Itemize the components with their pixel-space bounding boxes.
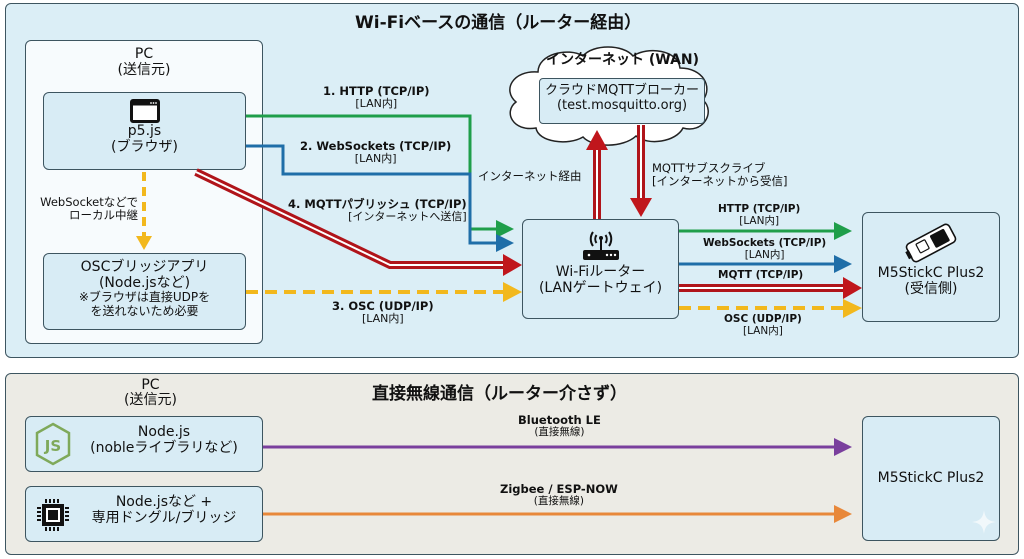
local-relay-label: WebSocketなどで ローカル中継 bbox=[30, 196, 138, 221]
osc-bridge-note1: ※ブラウザは直接UDPを bbox=[78, 290, 211, 305]
sparkle-icon bbox=[972, 510, 996, 538]
link-osc-title: 3. OSC (UDP/IP) bbox=[332, 299, 434, 313]
zigbee-link-sub: (直接無線) bbox=[533, 494, 584, 507]
svg-text:JS: JS bbox=[44, 437, 61, 455]
dongle-sub: 専用ドングル/ブリッジ bbox=[91, 510, 237, 527]
chip-icon bbox=[36, 498, 70, 536]
link-websockets-sub: [LAN内] bbox=[354, 151, 397, 165]
mqtt-broker-node: クラウドMQTTブローカー (test.mosquitto.org) bbox=[539, 78, 705, 124]
p5js-browser-node: p5.js (ブラウザ) bbox=[43, 92, 246, 170]
link-websockets-title: 2. WebSockets (TCP/IP) bbox=[300, 139, 452, 153]
out-http-title: HTTP (TCP/IP) bbox=[718, 203, 801, 215]
link-http-label: 1. HTTP (TCP/IP) [LAN内] bbox=[323, 85, 430, 110]
pc-subtitle: (送信元) bbox=[117, 62, 171, 79]
link-osc-label: 3. OSC (UDP/IP) [LAN内] bbox=[332, 300, 434, 325]
pc-title: PC bbox=[134, 46, 154, 62]
relay-line2: ローカル中継 bbox=[69, 207, 138, 222]
out-websockets-title: WebSockets (TCP/IP) bbox=[703, 237, 827, 249]
direct-section-title: 直接無線通信（ルーター介さず） bbox=[372, 384, 627, 404]
direct-m5stick-receiver-node: M5StickC Plus2 bbox=[862, 416, 1000, 541]
p5js-sub: (ブラウザ) bbox=[111, 139, 178, 156]
p5js-name: p5.js bbox=[127, 123, 162, 139]
direct-pc-subtitle: (送信元) bbox=[124, 392, 177, 409]
receiver-sub: (受信側) bbox=[904, 281, 958, 298]
link-http-title: 1. HTTP (TCP/IP) bbox=[323, 84, 430, 98]
broker-name: クラウドMQTTブローカー bbox=[544, 83, 700, 98]
osc-bridge-node: OSCブリッジアプリ (Node.jsなど) ※ブラウザは直接UDPを を送れな… bbox=[43, 253, 246, 330]
ble-link-label: Bluetooth LE (直接無線) bbox=[518, 414, 601, 438]
out-osc-label: OSC (UDP/IP) [LAN内] bbox=[724, 313, 802, 337]
receiver-name: M5StickC Plus2 bbox=[877, 265, 985, 281]
nodejs-name: Node.js bbox=[137, 424, 191, 440]
direct-pc-label: PC (送信元) bbox=[124, 377, 177, 409]
link-mqtt-publish-label: 4. MQTTパブリッシュ (TCP/IP) [インターネットへ送信] bbox=[288, 198, 467, 223]
out-mqtt-label: MQTT (TCP/IP) bbox=[718, 269, 804, 281]
zigbee-link-title: Zigbee / ESP-NOW bbox=[500, 482, 618, 496]
out-osc-sub: [LAN内] bbox=[743, 324, 783, 337]
out-osc-title: OSC (UDP/IP) bbox=[724, 313, 802, 325]
direct-pc-title: PC bbox=[141, 377, 160, 393]
wifi-router-node: Wi-Fiルーター (LANゲートウェイ) bbox=[522, 219, 679, 319]
direct-receiver-name: M5StickC Plus2 bbox=[877, 470, 985, 487]
m5stick-receiver-node: M5StickC Plus2 (受信側) bbox=[862, 212, 1000, 322]
via-internet-label: インターネット経由 bbox=[478, 169, 582, 183]
out-websockets-label: WebSockets (TCP/IP) [LAN内] bbox=[703, 237, 827, 261]
osc-bridge-sub: (Node.jsなど) bbox=[98, 275, 191, 292]
osc-bridge-name: OSCブリッジアプリ bbox=[80, 259, 209, 275]
relay-line1: WebSocketなどで bbox=[40, 195, 138, 209]
out-http-label: HTTP (TCP/IP) [LAN内] bbox=[718, 203, 801, 227]
mqtt-subscribe-label: MQTTサブスクライブ [インターネットから受信] bbox=[652, 162, 787, 187]
ble-link-sub: (直接無線) bbox=[534, 425, 585, 438]
browser-window-icon bbox=[129, 99, 160, 123]
router-sub: (LANゲートウェイ) bbox=[538, 280, 663, 297]
link-osc-sub: [LAN内] bbox=[361, 311, 404, 325]
broker-host: (test.mosquitto.org) bbox=[556, 97, 688, 113]
osc-bridge-note2: を送れないため必要 bbox=[90, 303, 199, 318]
nodejs-icon: JS bbox=[34, 422, 72, 470]
dongle-bridge-node: Node.jsなど + 専用ドングル/ブリッジ bbox=[25, 486, 263, 542]
zigbee-link-label: Zigbee / ESP-NOW (直接無線) bbox=[500, 483, 618, 507]
wifi-section-title: Wi-Fiベースの通信（ルーター経由） bbox=[355, 13, 642, 33]
link-mqtt-publish-sub: [インターネットへ送信] bbox=[348, 209, 467, 223]
nodejs-sub: (nobleライブラリなど) bbox=[90, 440, 238, 457]
ble-link-title: Bluetooth LE bbox=[518, 413, 601, 427]
link-mqtt-publish-title: 4. MQTTパブリッシュ (TCP/IP) bbox=[288, 197, 467, 211]
subscribe-line1: MQTTサブスクライブ bbox=[652, 161, 766, 175]
router-name: Wi-Fiルーター bbox=[555, 264, 646, 280]
internet-wan-title: インターネット (WAN) bbox=[546, 52, 700, 68]
m5stick-device-icon bbox=[903, 221, 959, 265]
out-http-sub: [LAN内] bbox=[739, 214, 780, 227]
wifi-router-icon bbox=[579, 228, 623, 262]
out-websockets-sub: [LAN内] bbox=[744, 248, 785, 261]
link-http-sub: [LAN内] bbox=[355, 96, 398, 110]
dongle-name: Node.jsなど + bbox=[115, 494, 213, 510]
link-websockets-label: 2. WebSockets (TCP/IP) [LAN内] bbox=[300, 140, 451, 165]
nodejs-ble-node: JS Node.js (nobleライブラリなど) bbox=[25, 416, 263, 472]
subscribe-line2: [インターネットから受信] bbox=[652, 173, 788, 188]
